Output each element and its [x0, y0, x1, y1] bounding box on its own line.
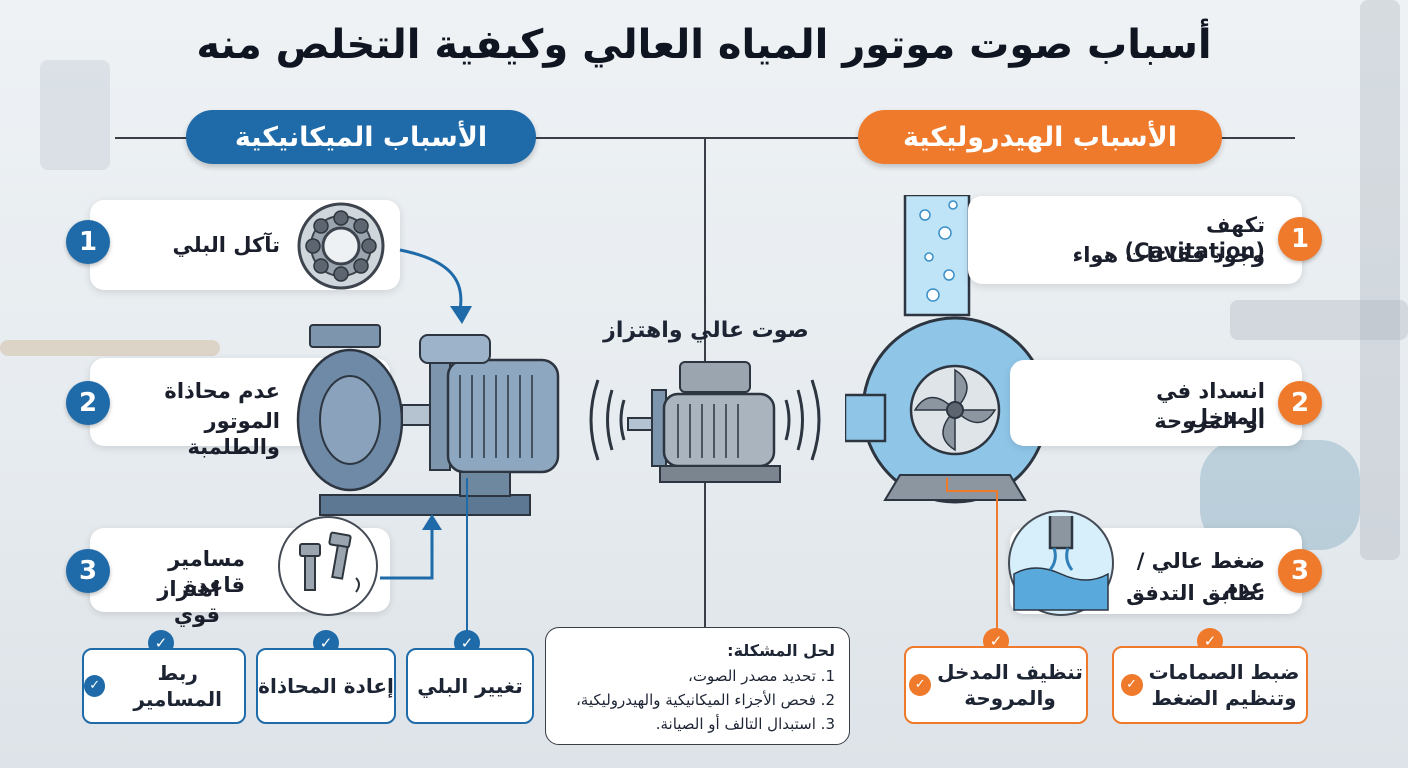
solution-replace-bearing: تغيير البلي [406, 648, 534, 724]
background-pipe [1230, 300, 1408, 340]
cause-text-line1: عدم محاذاة [164, 379, 280, 403]
solution-label-line1: تنظيف المدخل [937, 660, 1083, 684]
mechanical-heading: الأسباب الميكانيكية [186, 110, 536, 164]
hydraulic-pump-illustration [845, 195, 1045, 504]
cause-text-line2: الموتور والطلمبة [187, 409, 280, 460]
check-icon: ✓ [84, 675, 106, 697]
cause-text-line1: انسداد في المدخل [1156, 379, 1265, 430]
solution-label: ربط المسامير [133, 661, 223, 711]
solution-label: تنظيف المدخل والمروحة [937, 659, 1083, 711]
cause-text-line2: تطابق التدفق [1126, 581, 1265, 605]
solution-label-line2: والمروحة [964, 686, 1056, 710]
check-icon: ✓ [909, 674, 932, 696]
connector-line [996, 490, 998, 636]
solution-label: ضبط الصمامات وتنظيم الضغط [1149, 659, 1300, 711]
bolts-icon [278, 516, 378, 616]
solution-adjust-valves: ضبط الصمامات وتنظيم الضغط ✓ [1112, 646, 1308, 724]
solution-clean-inlet: تنظيف المدخل والمروحة ✓ [904, 646, 1088, 724]
page-title: أسباب صوت موتور المياه العالي وكيفية الت… [196, 22, 1212, 68]
background-pipe [1360, 0, 1400, 560]
solution-realign: إعادة المحاذاة [256, 648, 396, 724]
hydraulic-heading: الأسباب الهيدروليكية [858, 110, 1222, 164]
cause-text-line1: ضغط عالي / عدم [1136, 549, 1265, 600]
hydraulic-cause-card-2 [1010, 360, 1302, 446]
solution-steps-box: لحل المشكلة: 1. تحديد مصدر الصوت، 2. فحص… [545, 627, 850, 745]
center-label: صوت عالي واهتزاز [603, 318, 809, 343]
cause-text-line2: اهتزاز قوي [157, 577, 220, 628]
solution-step: 2. فحص الأجزاء الميكانيكية والهيدروليكية… [575, 690, 835, 709]
cause-number: 1 [1278, 217, 1322, 261]
solution-step: 1. تحديد مصدر الصوت، [687, 666, 835, 685]
cause-text-line1: تكهف (Cavitation) [1124, 213, 1265, 264]
arrow-to-base [380, 514, 442, 580]
cause-text-line1: مسامير قاعدة [168, 547, 245, 598]
solution-step: 3. استبدال التالف أو الصيانة. [655, 714, 835, 733]
solution-title: لحل المشكلة: [727, 641, 835, 660]
cause-number: 3 [66, 549, 110, 593]
vibrating-motor-illustration [589, 361, 821, 483]
solution-label-line2: وتنظيم الضغط [1151, 686, 1297, 710]
background-cabinet [40, 60, 110, 170]
check-icon: ✓ [1120, 674, 1143, 696]
hydraulic-cause-card-1 [968, 196, 1302, 284]
connector-line [466, 478, 468, 634]
cause-number: 2 [66, 381, 110, 425]
solution-tighten-bolts: ربط المسامير ✓ [82, 648, 246, 724]
cause-number: 2 [1278, 381, 1322, 425]
water-pressure-icon [1008, 510, 1114, 616]
cause-text: تآكل البلي [172, 233, 280, 257]
cause-text-line2: أو المروحة [1154, 409, 1265, 433]
connector-line [946, 478, 948, 492]
connector-line [946, 490, 998, 492]
bearing-icon [297, 202, 385, 290]
background-shelf [0, 340, 220, 356]
cause-number: 3 [1278, 549, 1322, 593]
cause-text-line2: وجود فقاعات هواء [1072, 243, 1266, 267]
mechanical-pump-illustration [296, 248, 560, 516]
solution-label-line1: ضبط الصمامات [1148, 660, 1300, 684]
cause-number: 1 [66, 220, 110, 264]
